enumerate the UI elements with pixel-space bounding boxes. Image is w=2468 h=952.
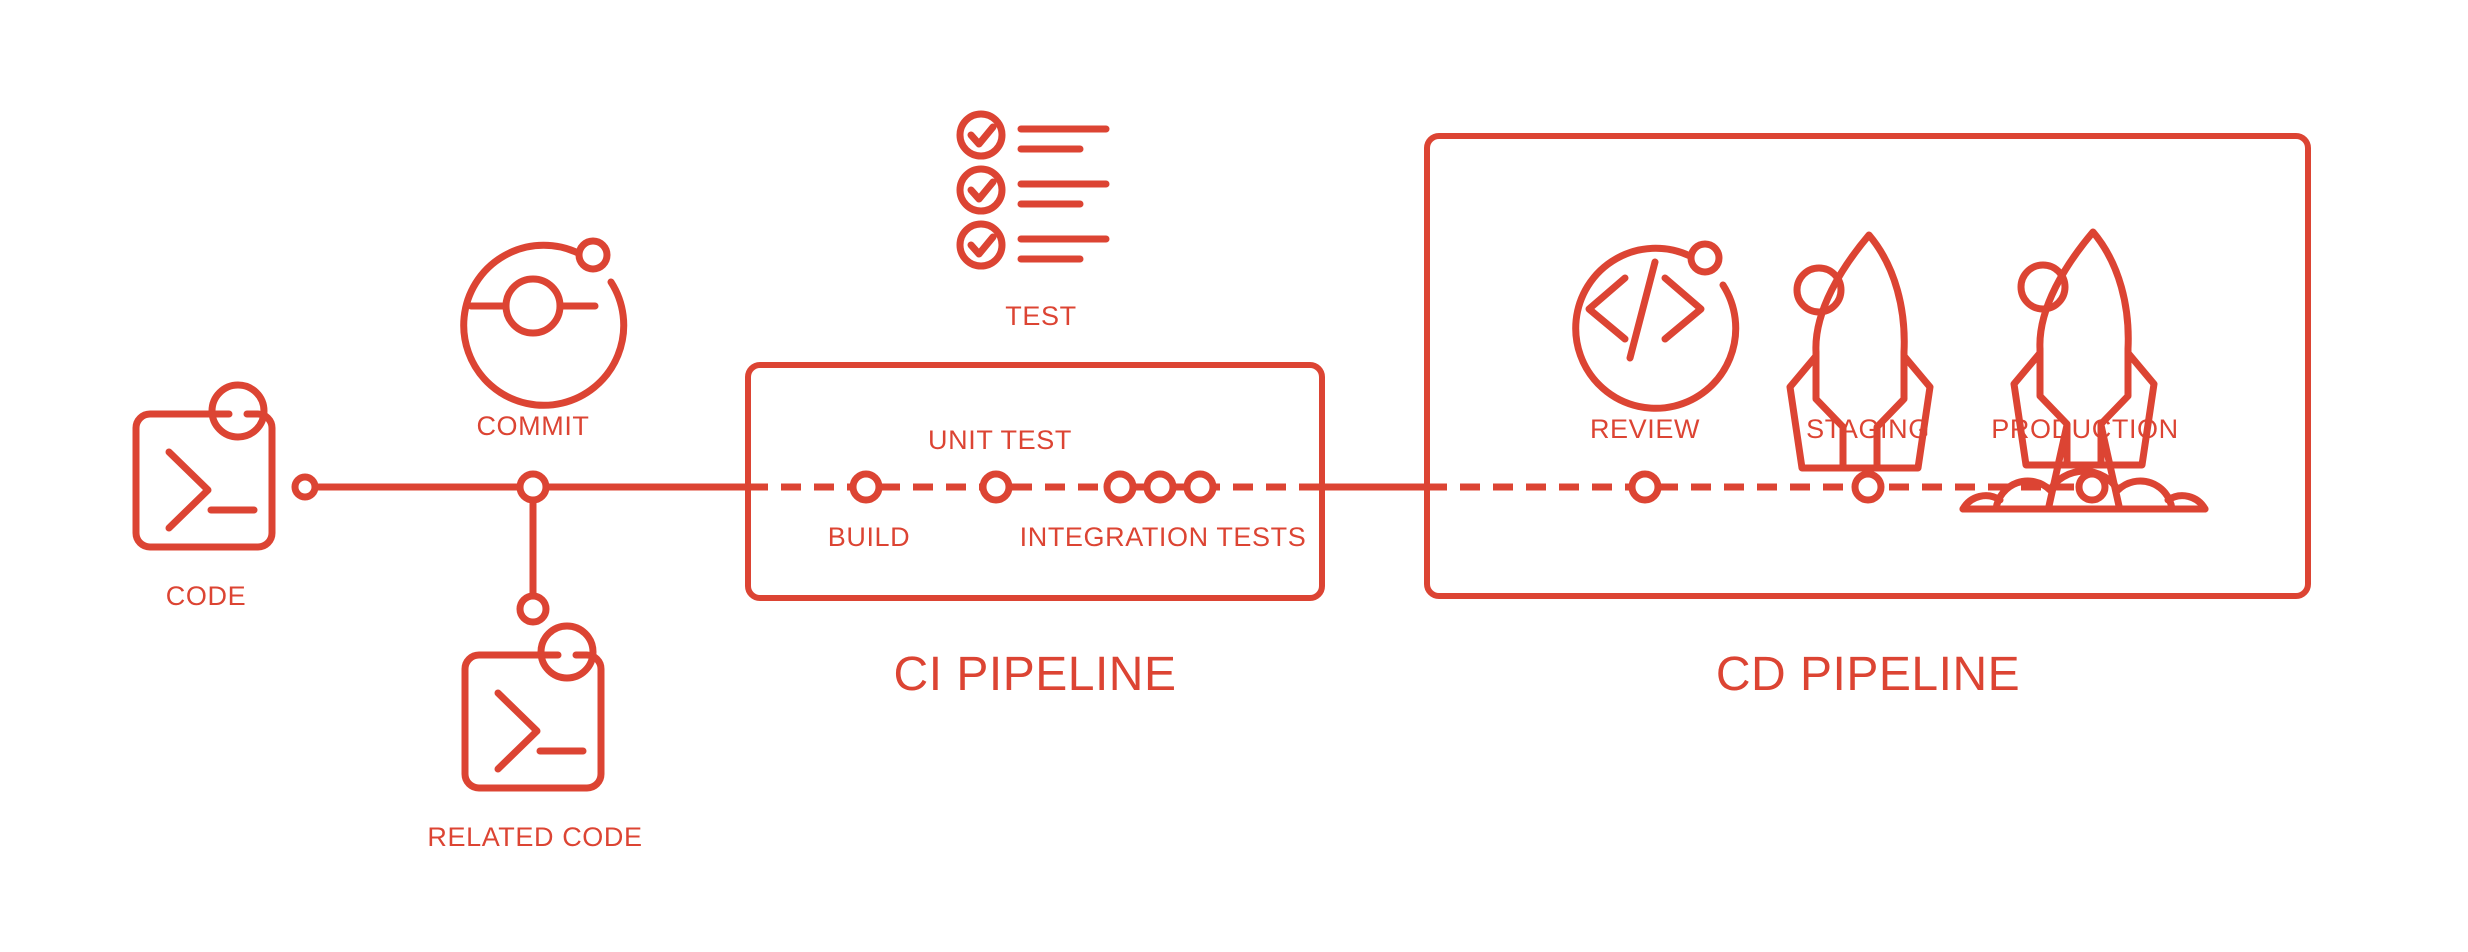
- related-code-prompt-chevron: [494, 689, 541, 773]
- rocket-launch-fin-left: [2010, 349, 2071, 469]
- checklist-check-3: [967, 233, 997, 258]
- unit-test-label: UNIT TEST: [928, 425, 1072, 455]
- integration-tests-label: INTEGRATION TESTS: [1020, 522, 1307, 552]
- node-integration-test-1[interactable]: [1103, 470, 1137, 504]
- checklist-circle-3: [956, 220, 1006, 270]
- checklist-circle-2: [956, 165, 1006, 215]
- node-staging[interactable]: [1851, 470, 1885, 504]
- review-angle-left: [1585, 274, 1629, 343]
- rocket-fin-right: [1873, 352, 1934, 472]
- commit-orbit-ring: [460, 241, 628, 409]
- node-related-code[interactable]: [516, 592, 550, 626]
- review-label: REVIEW: [1590, 414, 1700, 444]
- review-ring: [1572, 244, 1740, 412]
- commit-orbit-icon: [460, 237, 628, 409]
- production-label: PRODUCTION: [1991, 414, 2179, 444]
- rocket-fin-left: [1786, 352, 1847, 472]
- checklist-icon: [956, 110, 1110, 270]
- code-file-badge-circle: [208, 381, 268, 441]
- related-code-label: RELATED CODE: [427, 822, 642, 852]
- rocket-launch-fin-right: [2097, 349, 2158, 469]
- node-integration-test-2[interactable]: [1143, 470, 1177, 504]
- rocket-icon: [1786, 231, 1934, 472]
- node-review[interactable]: [1628, 470, 1662, 504]
- commit-label: COMMIT: [476, 411, 589, 441]
- related-code-file-icon: [461, 622, 605, 792]
- cd-pipeline-box: [1424, 133, 2311, 599]
- review-slash: [1626, 258, 1659, 362]
- review-ring-badge: [1687, 240, 1723, 276]
- node-commit[interactable]: [516, 470, 550, 504]
- build-label: BUILD: [828, 522, 911, 552]
- code-review-icon: [1572, 240, 1740, 412]
- ci-pipeline-box: [745, 362, 1325, 601]
- review-angle-right: [1661, 274, 1705, 343]
- related-code-badge-circle: [537, 622, 597, 682]
- checklist-circle-1: [956, 110, 1006, 160]
- node-unit-test[interactable]: [979, 470, 1013, 504]
- rocket-cloud-top: [1992, 467, 2176, 513]
- code-prompt-chevron: [165, 448, 212, 532]
- rocket-cloud-right-puff: [2164, 492, 2209, 513]
- rocket-launch-icon: [1959, 228, 2209, 513]
- staging-label: STAGING: [1806, 414, 1930, 444]
- node-build[interactable]: [849, 470, 883, 504]
- code-label: CODE: [166, 581, 246, 611]
- node-code-origin[interactable]: [291, 473, 319, 501]
- commit-center-circle: [502, 275, 564, 337]
- ci-pipeline-title: CI PIPELINE: [894, 648, 1177, 701]
- test-label: TEST: [1005, 301, 1076, 331]
- rocket-badge-circle: [1793, 264, 1845, 316]
- checklist-check-1: [967, 123, 997, 148]
- node-integration-test-3[interactable]: [1183, 470, 1217, 504]
- cd-pipeline-title: CD PIPELINE: [1716, 648, 2020, 701]
- code-file-icon: [132, 381, 276, 551]
- rocket-cloud-left-puff: [1959, 492, 2004, 513]
- rocket-launch-badge-circle: [2017, 261, 2069, 313]
- checklist-check-2: [967, 178, 997, 203]
- commit-orbit-badge: [575, 237, 611, 273]
